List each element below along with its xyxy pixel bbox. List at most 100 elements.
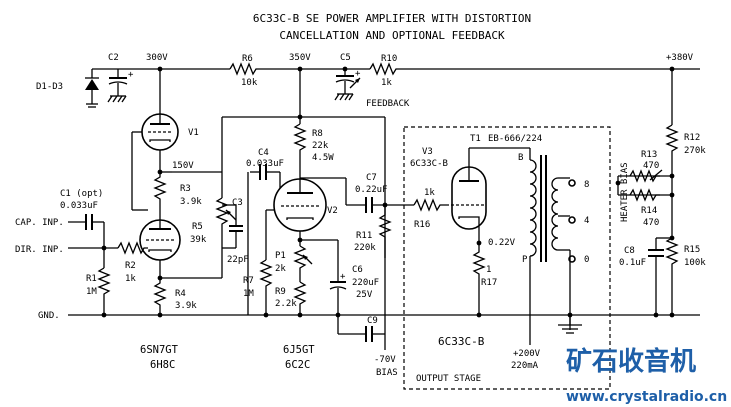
- title-line1: 6C33C-B SE POWER AMPLIFIER WITH DISTORTI…: [253, 12, 531, 25]
- label-c4: C4: [258, 148, 269, 158]
- label-tap-0: 0: [584, 255, 589, 265]
- label-p1-val: 2k: [275, 264, 286, 274]
- capacitor-c2: +: [107, 69, 134, 103]
- top-rail: [92, 66, 700, 72]
- label-r3-val: 3.9k: [180, 197, 202, 207]
- label-c8-val: 0.1uF: [619, 258, 646, 268]
- label-tube1b: 6H8C: [150, 359, 175, 371]
- svg-text:+: +: [355, 69, 361, 79]
- label-d1-d3: D1-D3: [36, 82, 63, 92]
- title-line2: CANCELLATION AND OPTIONAL FEEDBACK: [279, 29, 505, 42]
- resistor-r4: [153, 278, 167, 315]
- label-r1-val: 1M: [86, 287, 97, 297]
- label-r7-val: 1M: [243, 289, 254, 299]
- label-c6-val: 220uF: [352, 278, 379, 288]
- label-c7-val: 0.22uF: [355, 185, 388, 195]
- resistor-r5: [215, 197, 229, 278]
- watermark-logo: 矿石收音机 www.crystalradio.cn: [566, 346, 727, 405]
- label-tube1a: 6SN7GT: [140, 344, 179, 356]
- label-r17: R17: [481, 278, 497, 288]
- label-bias-v: -70V: [374, 355, 396, 365]
- label-r11-val: 220k: [354, 243, 376, 253]
- svg-text:+: +: [128, 70, 134, 80]
- label-r6-val: 10k: [241, 78, 258, 88]
- resistor-r17: [472, 243, 486, 315]
- resistor-r10: [369, 62, 400, 76]
- label-tap-8: 8: [584, 180, 589, 190]
- label-bias: BIAS: [376, 368, 398, 378]
- resistor-r2: [117, 241, 148, 255]
- label-tube2a: 6J5GT: [283, 344, 315, 356]
- label-c2: C2: [108, 53, 119, 63]
- label-r7: R7: [243, 276, 254, 286]
- label-t1: T1: [470, 134, 481, 144]
- resistor-r1: [97, 267, 111, 315]
- label-r10-val: 1k: [381, 78, 392, 88]
- label-r1: R1: [86, 274, 97, 284]
- label-r4: R4: [175, 289, 186, 299]
- resistor-r13: [629, 169, 660, 183]
- svg-text:+: +: [340, 272, 346, 282]
- label-output-stage: OUTPUT STAGE: [416, 374, 481, 384]
- label-150v: 150V: [172, 161, 194, 171]
- label-r2-val: 1k: [125, 274, 136, 284]
- label-r14-val: 470: [643, 218, 659, 228]
- label-r15: R15: [684, 245, 700, 255]
- label-v3: V3: [422, 147, 433, 157]
- label-out-b: B: [518, 153, 523, 163]
- resistor-r14: [629, 188, 660, 202]
- label-t1-type: EB-666/224: [488, 134, 542, 144]
- capacitor-c5: +: [334, 69, 361, 101]
- label-supply-i: 220mA: [511, 361, 539, 371]
- tube-v3: [446, 147, 530, 243]
- resistor-r11: [378, 205, 392, 258]
- label-r9-val: 2.2k: [275, 299, 297, 309]
- label-r17-val: 1: [486, 265, 491, 275]
- label-r8-w: 4.5W: [312, 153, 334, 163]
- diode-d1-d3: [85, 69, 99, 108]
- label-c6-v: 25V: [356, 290, 373, 300]
- label-tap-4: 4: [584, 216, 589, 226]
- label-output-tube: 6C33C-B: [438, 335, 485, 348]
- label-heater-bias: HEATER BIAS: [620, 162, 630, 222]
- output-stage-box: [403, 126, 611, 390]
- label-r16-val: 1k: [424, 188, 435, 198]
- label-r8: R8: [312, 129, 323, 139]
- label-r13: R13: [641, 150, 657, 160]
- resistor-r8: [293, 123, 307, 178]
- tube-v2: [273, 178, 327, 246]
- label-gnd: GND.: [38, 311, 60, 321]
- label-cap-inp: CAP. INP.: [15, 218, 64, 228]
- logo-cn: 矿石收音机: [566, 346, 696, 377]
- label-v2: V2: [327, 206, 338, 216]
- label-c5: C5: [340, 53, 351, 63]
- rail-380v: +380V: [666, 53, 694, 63]
- resistor-r16: [413, 198, 446, 212]
- label-r13-val: 470: [643, 161, 659, 171]
- label-r9: R9: [275, 287, 286, 297]
- label-supply-v: +200V: [513, 349, 541, 359]
- rail-300v: 300V: [146, 53, 168, 63]
- label-r5-val: 39k: [190, 235, 207, 245]
- resistor-r12: [665, 124, 679, 176]
- label-r6: R6: [242, 54, 253, 64]
- resistor-r3: [153, 172, 167, 210]
- logo-url: www.crystalradio.cn: [566, 389, 727, 405]
- label-c1-val: 0.033uF: [60, 201, 98, 211]
- label-p1: P1: [275, 251, 286, 261]
- label-dir-inp: DIR. INP.: [15, 245, 64, 255]
- label-c8: C8: [624, 246, 635, 256]
- label-r11: R11: [356, 231, 372, 241]
- label-out-p: P: [522, 255, 528, 265]
- label-c7: C7: [366, 173, 377, 183]
- tube-v1-lower: [139, 210, 181, 278]
- label-v1: V1: [188, 128, 199, 138]
- potentiometer-p1: [293, 245, 307, 282]
- label-c6: C6: [352, 265, 363, 275]
- resistor-r15: [665, 237, 679, 315]
- label-v3-type: 6C33C-B: [410, 159, 448, 169]
- label-c1: C1 (opt): [60, 189, 103, 199]
- tube-v1-upper: [131, 69, 179, 211]
